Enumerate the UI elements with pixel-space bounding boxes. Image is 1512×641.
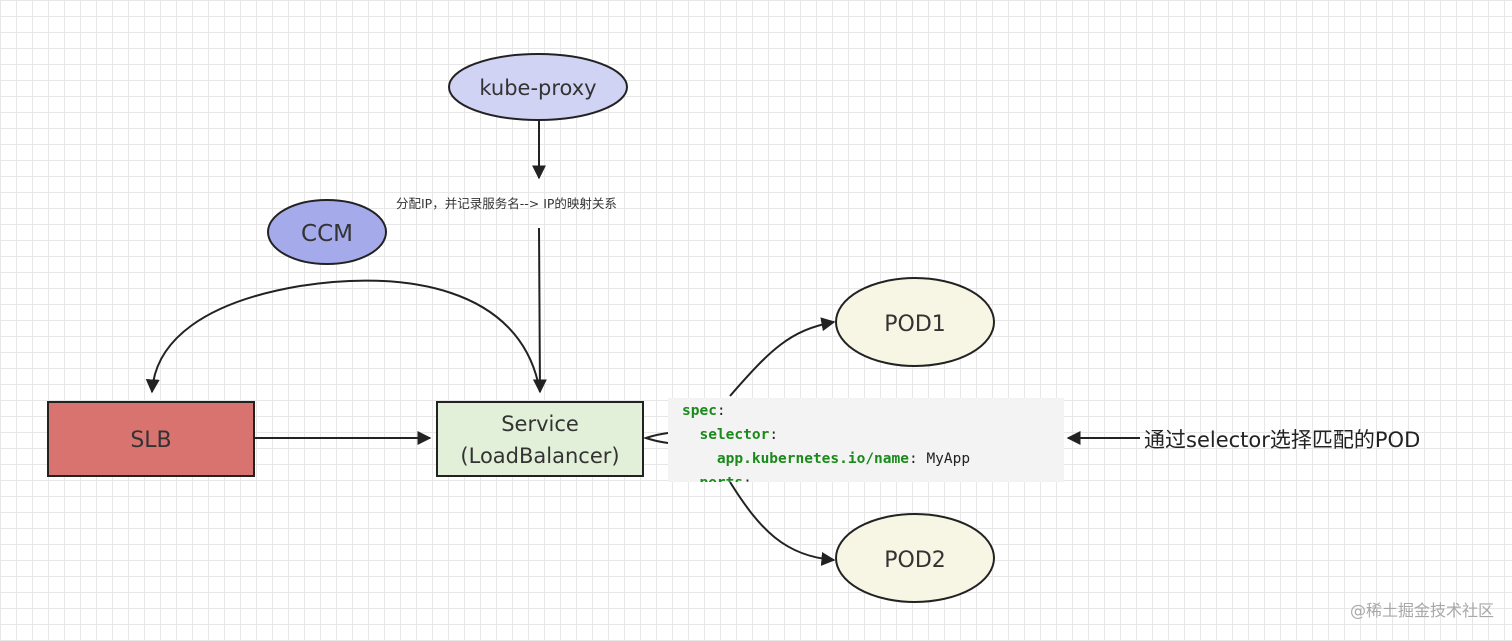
edge-service-to-slb	[145, 279, 541, 394]
pod2-label: POD2	[884, 548, 946, 573]
edge-label-to-service	[532, 227, 547, 394]
code-key-selector: selector	[699, 427, 770, 443]
code-line-spec: spec:	[682, 403, 726, 419]
edge-service-to-pod1	[729, 317, 836, 397]
pod1-label: POD1	[884, 312, 946, 337]
watermark: @稀土掘金技术社区	[1349, 601, 1494, 620]
service-label-line2: (LoadBalancer)	[460, 444, 619, 468]
code-key-spec: spec	[682, 403, 717, 419]
code-line-ports: ports:	[668, 471, 1064, 482]
pod1-node: POD1	[835, 277, 995, 367]
code-value-myapp: MyApp	[926, 451, 971, 467]
service-label-line1: Service	[501, 412, 579, 436]
selector-note: 通过selector选择匹配的POD	[1144, 428, 1421, 452]
ccm-node: CCM	[267, 199, 387, 265]
code-key-app-name: app.kubernetes.io/name	[716, 451, 909, 467]
ccm-label: CCM	[301, 221, 353, 247]
service-node: Service (LoadBalancer)	[436, 401, 644, 477]
code-line-selector: selector:	[699, 427, 779, 443]
code-line-app-name: app.kubernetes.io/name: MyApp	[716, 451, 971, 467]
kube-proxy-label: kube-proxy	[479, 76, 596, 100]
yaml-code-snippet: spec: selector: app.kubernetes.io/name: …	[668, 398, 1064, 482]
kube-proxy-node: kube-proxy	[448, 53, 628, 121]
slb-label: SLB	[130, 428, 171, 453]
code-key-ports: ports	[699, 475, 743, 482]
slb-node: SLB	[47, 401, 255, 477]
edge-service-fork-stub	[642, 432, 669, 444]
edge-label-ip-mapping: 分配IP，并记录服务名--> IP的映射关系	[396, 196, 617, 211]
pod2-node: POD2	[835, 513, 995, 603]
edge-service-to-pod2	[729, 481, 836, 566]
